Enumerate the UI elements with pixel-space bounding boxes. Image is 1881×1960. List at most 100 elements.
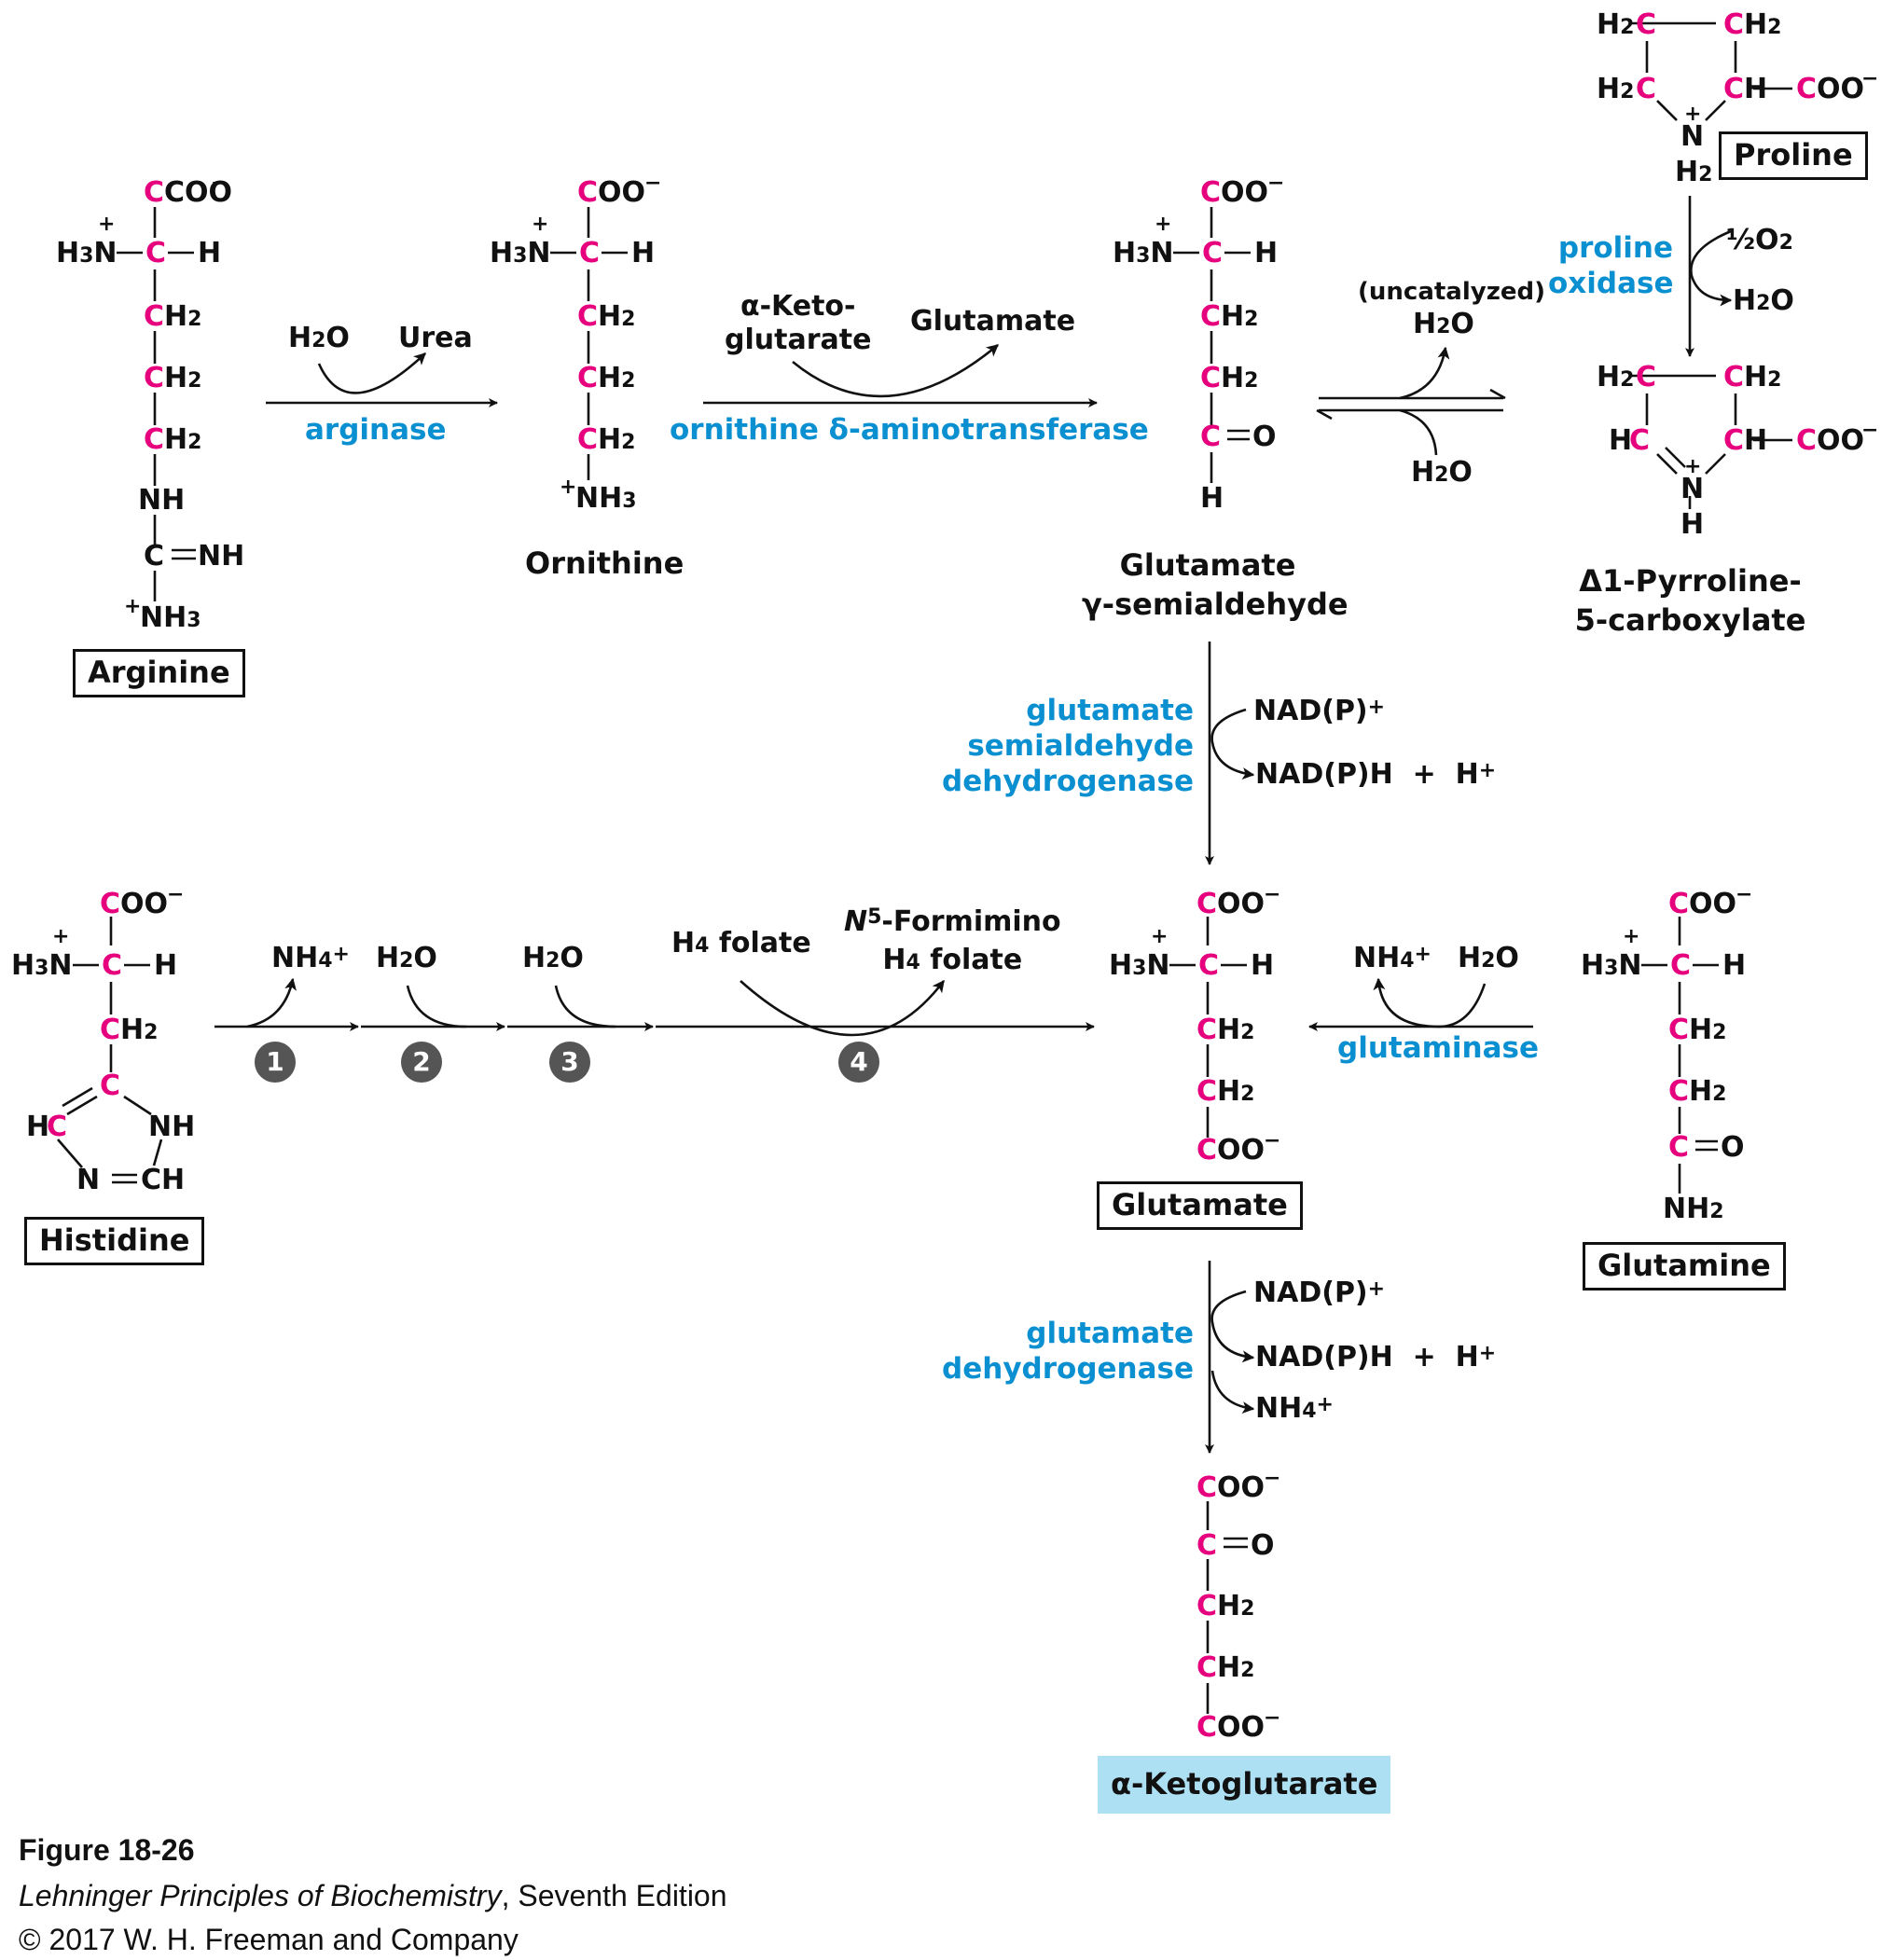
- carboxyl-carbon: C: [1196, 1471, 1218, 1504]
- guanidino-c: C: [144, 540, 165, 573]
- charge-plus: +: [532, 213, 549, 236]
- alpha-h: H: [154, 949, 178, 982]
- proline-label: Proline: [1719, 131, 1868, 180]
- ch2-carbon: C: [144, 362, 165, 394]
- carboxyl-carbon: C: [577, 176, 599, 209]
- amino-h3n: H3N: [1109, 949, 1170, 982]
- delta-nh3: NH3: [575, 482, 637, 515]
- ch2-h: H2: [1217, 1590, 1255, 1622]
- gdh-nadp: NAD(P)+: [1253, 1277, 1386, 1309]
- figure-number: Figure 18-26: [19, 1833, 195, 1867]
- proline-oxidase-h2o: H2O: [1733, 284, 1794, 317]
- glutamate-semialdehyde-label: Glutamate γ-semialdehyde: [1082, 546, 1349, 624]
- ch2-carbon: C: [1668, 1075, 1690, 1108]
- enzyme-line3: dehydrogenase: [942, 764, 1194, 798]
- ring-carbon: C: [100, 1070, 121, 1102]
- imino-nh: NH: [138, 484, 186, 517]
- carboxylate-oo: OO: [120, 888, 169, 920]
- book-edition: , Seventh Edition: [501, 1879, 727, 1912]
- book-citation: Lehninger Principles of Biochemistry, Se…: [19, 1881, 727, 1911]
- gdh-nh4: NH4+: [1255, 1392, 1334, 1425]
- charge-plus: +: [1684, 103, 1702, 126]
- ch2-h: H2: [1217, 1014, 1255, 1046]
- carboxylate-oo: OO: [1817, 424, 1865, 457]
- step-1-badge: 1: [255, 1042, 296, 1083]
- name-line2: γ-semialdehyde: [1082, 586, 1349, 622]
- ch2-carbon: C: [1200, 300, 1222, 333]
- step-3-badge: 3: [549, 1042, 590, 1083]
- alpha-h: H: [1251, 949, 1275, 982]
- ch2-carbon: C: [1196, 1590, 1218, 1622]
- proline-oxidase-o2: ½O2: [1726, 224, 1793, 256]
- enzyme-line1: glutamate: [1026, 1317, 1194, 1350]
- formimino-line2: H4 folate: [882, 943, 1023, 976]
- alpha-carbon: C: [579, 237, 601, 269]
- ring-n: N: [1680, 473, 1705, 505]
- ch2-h: H2: [1689, 1075, 1727, 1108]
- alpha-ketoglutarate-label: α-Ketoglutarate: [1098, 1756, 1391, 1814]
- keto-o: O: [1251, 1529, 1275, 1562]
- ch2-h: H2: [1689, 1014, 1727, 1046]
- ch2-h: H2: [1221, 300, 1259, 333]
- carboxyl-carbon: C: [144, 176, 165, 209]
- copyright: © 2017 W. H. Freeman and Company: [19, 1923, 519, 1956]
- ring-h: H: [26, 1111, 50, 1143]
- reactant-line1: α-Keto-: [740, 290, 856, 323]
- carboxylate-oo: OO: [1817, 73, 1865, 105]
- ch2-carbon: C: [1196, 1651, 1218, 1684]
- amide-carbon: C: [1668, 1131, 1690, 1164]
- ch2-carbon: C: [1196, 1014, 1218, 1046]
- charge-minus: −: [1264, 1129, 1281, 1153]
- gdh-nadph: NAD(P)H + H+: [1255, 1341, 1497, 1373]
- carboxyl-carbon: C: [1796, 424, 1818, 457]
- amino-h3n: H3N: [1113, 237, 1174, 269]
- ring-h2: H2: [1744, 8, 1782, 41]
- glutaminase-enzyme: glutaminase: [1337, 1031, 1540, 1065]
- name-line1: Glutamate: [1119, 547, 1296, 583]
- alpha-carbon: C: [1723, 424, 1745, 457]
- carboxyl-carbon: C: [1200, 176, 1222, 209]
- enzyme-line2: dehydrogenase: [942, 1351, 1194, 1386]
- carboxyl-carbon: C: [1796, 73, 1818, 105]
- step1-nh4: NH4+: [271, 942, 350, 974]
- ch2-h: H2: [120, 1014, 159, 1046]
- name-line2: 5-carboxylate: [1574, 601, 1806, 638]
- glutamate-product: Glutamate: [910, 305, 1076, 338]
- ch2-h: H2: [164, 423, 202, 456]
- carboxylate-oo: OO: [1689, 888, 1737, 920]
- carboxyl-carbon: C: [1196, 1711, 1218, 1744]
- charge-minus: −: [211, 172, 228, 195]
- alpha-carbon: C: [102, 949, 123, 982]
- enzyme-line2: semialdehyde: [967, 728, 1194, 763]
- carboxyl-carbon: C: [1196, 888, 1218, 920]
- uncatalyzed-h2o-out: H2O: [1413, 308, 1474, 340]
- ch2-carbon: C: [100, 1014, 121, 1046]
- ring-n: N: [76, 1164, 101, 1196]
- ch2-h: H2: [598, 423, 636, 456]
- charge-plus: +: [1684, 455, 1702, 478]
- carboxylate-oo: OO: [1217, 888, 1266, 920]
- charge-plus: +: [1623, 925, 1640, 948]
- ch2-carbon: C: [577, 300, 599, 333]
- step4-formimino-folate: N5-Formimino H4 folate: [844, 904, 1061, 979]
- alpha-carbon: C: [1670, 949, 1692, 982]
- ch2-carbon: C: [1200, 362, 1222, 394]
- step-4-badge: 4: [838, 1042, 879, 1083]
- glutaminase-nh4: NH4+: [1353, 942, 1431, 974]
- guanidino-nh3: NH3: [140, 601, 201, 634]
- charge-minus: −: [1736, 883, 1753, 906]
- step2-h2o: H2O: [376, 942, 437, 974]
- charge-minus: −: [167, 883, 185, 906]
- charge-minus: −: [1267, 172, 1285, 195]
- glutamate-label: Glutamate: [1097, 1181, 1303, 1230]
- pyrroline-label: Δ1-Pyrroline- 5-carboxylate: [1567, 562, 1814, 640]
- carboxylate-oo: COO: [164, 176, 233, 209]
- name-line1: Δ1-Pyrroline-: [1579, 563, 1802, 599]
- charge-minus: −: [1861, 419, 1879, 442]
- enzyme-line1: glutamate: [1026, 694, 1194, 727]
- alpha-carbon: C: [145, 237, 167, 269]
- guanidino-nh: NH: [198, 540, 245, 573]
- enzyme-line1: proline: [1557, 231, 1673, 265]
